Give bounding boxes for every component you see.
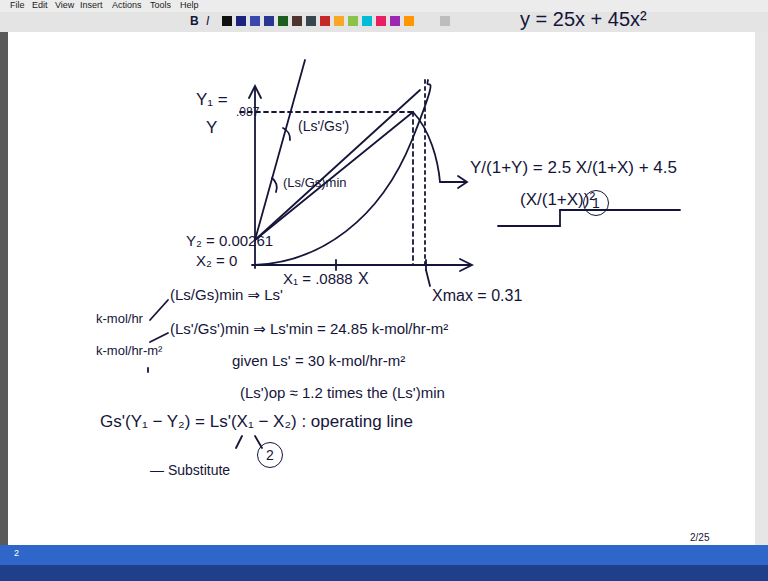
note: given Ls' = 30 k-mol/hr-m²	[232, 352, 405, 369]
callout-number: 1	[592, 196, 600, 210]
menu-item: Edit	[32, 0, 48, 10]
circled-number: 2	[257, 442, 283, 468]
axis-value: Y₂ = 0.00261	[186, 232, 273, 249]
axis-value: Xmax = 0.31	[432, 287, 522, 305]
callout-number: 2	[266, 448, 274, 462]
circled-number: 1	[583, 190, 609, 216]
note: (Ls/Gs)min ⇒ Ls'	[170, 286, 283, 303]
toolbar-button: I	[206, 15, 209, 29]
page-indicator: 2	[14, 548, 19, 558]
note: — Substitute	[150, 462, 230, 478]
note: (Ls')op ≈ 1.2 times the (Ls')min	[240, 384, 445, 401]
left-border	[0, 32, 8, 545]
menu-item: View	[55, 0, 74, 10]
menu-item: Insert	[80, 0, 103, 10]
axis-value: Y₁ =	[196, 90, 228, 110]
menu-bar	[0, 0, 768, 12]
equation: Gs'(Y₁ − Y₂) = Ls'(X₁ − X₂) : operating …	[100, 412, 413, 432]
page-number: 2/25	[690, 532, 709, 544]
menu-item: File	[10, 0, 25, 10]
axis-label: Y	[206, 118, 217, 138]
axis-value: .087	[236, 106, 259, 120]
unit-note: k-mol/hr-m²	[96, 344, 162, 359]
axis-value: X₁ = .0888	[283, 270, 353, 287]
toolbar-swatches	[222, 16, 450, 26]
equation: Y/(1+Y) = 2.5 X/(1+X) + 4.5	[470, 158, 677, 178]
taskbar	[0, 565, 768, 581]
axis-label: X	[358, 270, 369, 288]
note: (Ls'/Gs')min ⇒ Ls'min = 24.85 k-mol/hr-m…	[170, 320, 448, 337]
line-slope-label: (Ls/Gs)min	[283, 176, 347, 191]
line-slope-label: (Ls'/Gs')	[298, 118, 349, 134]
menu-item: Help	[180, 0, 199, 10]
scroll-bar-bottom	[0, 545, 768, 565]
scrollbar	[755, 32, 768, 545]
menu-item: Actions	[112, 0, 142, 10]
equation: y = 25x + 45x²	[520, 8, 647, 31]
menu-item: Tools	[150, 0, 171, 10]
graph	[148, 60, 680, 448]
unit-note: k-mol/hr	[96, 312, 143, 327]
toolbar	[0, 12, 768, 32]
axis-value: X₂ = 0	[196, 252, 237, 269]
toolbar-button: B	[190, 15, 199, 29]
